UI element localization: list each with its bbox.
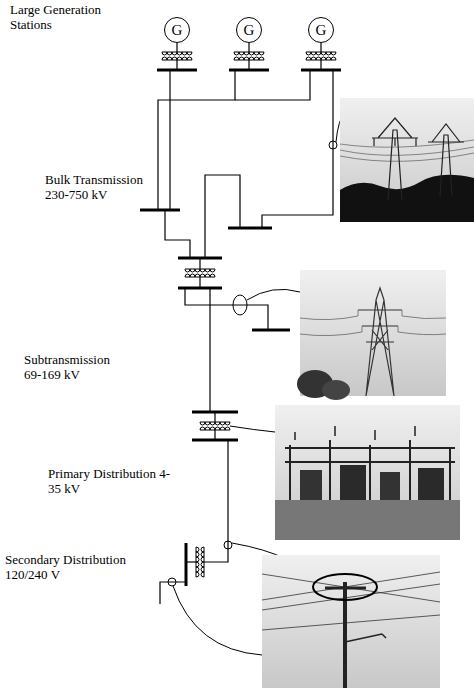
tower-silhouette	[428, 124, 464, 196]
secondary-service	[160, 582, 186, 604]
photo-sky	[262, 555, 440, 688]
substation-equipment	[380, 472, 400, 500]
substation-equipment	[300, 470, 322, 500]
tree	[322, 380, 350, 400]
transformer-symbol	[185, 269, 215, 277]
generator-circle: G	[164, 17, 190, 43]
bus-bar	[185, 543, 188, 586]
tower-photo	[340, 98, 474, 222]
leader-line	[173, 586, 262, 655]
utility-pole	[343, 582, 347, 688]
marker-circle	[329, 141, 337, 149]
photo-sky	[275, 405, 460, 540]
pole-photo	[262, 555, 440, 688]
transformer-symbol	[306, 52, 336, 60]
marker-circle	[224, 541, 232, 549]
substation-photo	[275, 405, 460, 540]
photo-ground	[275, 500, 460, 540]
transformer-lead	[214, 412, 215, 440]
transformer-lead	[186, 561, 196, 562]
generator-letter: G	[172, 23, 183, 38]
marker-ellipse	[313, 574, 377, 600]
bus-bar	[252, 329, 290, 332]
bus-bar	[228, 227, 272, 230]
generator-circle: G	[308, 17, 334, 43]
level-label: Primary Distribution 4-35 kV	[48, 466, 176, 496]
subtransmission-line	[185, 288, 268, 330]
power-wire	[262, 572, 440, 630]
transformer-lead	[199, 258, 200, 288]
transmission-line	[169, 70, 170, 210]
marker-circle	[168, 578, 176, 586]
lattice-tower	[358, 288, 402, 396]
substation-frame	[285, 440, 455, 500]
transmission-line	[165, 210, 190, 258]
transformer-lead	[177, 43, 321, 70]
transmission-line	[262, 70, 333, 228]
street-light	[345, 634, 386, 642]
generator-letter: G	[316, 23, 327, 38]
power-wire	[300, 310, 446, 336]
leader-line	[247, 289, 300, 300]
substation-equipment	[418, 468, 444, 500]
transformer-symbol	[234, 52, 264, 60]
level-label: Bulk Transmission 230-750 kV	[45, 172, 157, 202]
tower-silhouette	[372, 118, 418, 200]
photo-ground	[340, 175, 474, 222]
transformer-symbol	[200, 422, 230, 430]
power-wire	[340, 140, 474, 161]
insulator	[295, 426, 415, 440]
generator-letter: G	[244, 23, 255, 38]
transmission-line	[235, 70, 310, 100]
transformer-symbol	[196, 547, 204, 577]
substation-equipment	[340, 465, 366, 500]
bus-bar	[140, 209, 180, 212]
generator-circle: G	[236, 17, 262, 43]
subtransmission-line	[209, 288, 210, 412]
marker-ellipse	[233, 295, 247, 315]
photo-sky	[340, 98, 474, 222]
transmission-line	[205, 175, 240, 258]
level-label: Subtransmission 69-169 kV	[24, 352, 130, 382]
level-label: Large Generation Stations	[10, 2, 122, 32]
crossarm	[325, 587, 366, 590]
transformer-symbol	[162, 52, 192, 60]
transmission-line	[158, 70, 235, 210]
level-label: Secondary Distribution 120/240 V	[5, 552, 147, 582]
leader-line	[230, 426, 275, 432]
tower-photo	[297, 270, 446, 400]
